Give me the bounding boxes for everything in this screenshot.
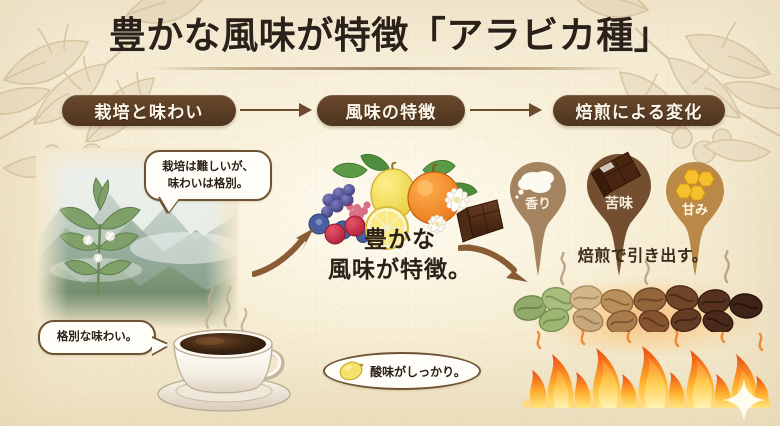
step-connector-line-2: [470, 109, 532, 111]
sparkle-icon: [723, 379, 765, 421]
step-arrow-icon-1: [299, 103, 312, 117]
speech-bubble-acidity-text: 酸味がしっかり。: [370, 364, 466, 379]
roast-caption: 焙煎で引き出す。: [577, 248, 709, 265]
step-badge-roasting[interactable]: 焙煎による変化: [553, 95, 725, 126]
flavor-balloon-sweet-label: 甘み: [682, 202, 708, 217]
step-badge-cultivation[interactable]: 栽培と味わい: [62, 95, 236, 126]
speech-bubble-cultivation-line1: 栽培は難しいが、: [162, 161, 254, 173]
fruits-flowers-chocolate-illustration: [308, 154, 504, 251]
speech-bubble-cultivation-line2: 味わいは格別。: [167, 177, 249, 190]
step-arrow-icon-2: [529, 103, 542, 117]
flow-arrow-left-icon: [252, 228, 314, 277]
step-connector-line-1: [240, 109, 302, 111]
flavor-balloon-sweet: 甘み: [666, 162, 724, 276]
steam-wisp-3-icon: [724, 250, 730, 284]
speech-bubble-taste-text: 格別な味わい。: [56, 331, 138, 343]
coffee-beans-roast-gradient: [513, 285, 763, 332]
flavor-balloon-bitter-label: 苦味: [605, 195, 633, 211]
flavor-balloon-aroma: 香り: [510, 162, 566, 276]
page-title: 豊かな風味が特徴「アラビカ種」: [108, 16, 672, 57]
speech-bubble-taste: 格別な味わい。: [38, 320, 156, 355]
step-badge-flavor[interactable]: 風味の特徴: [317, 95, 465, 126]
flavor-balloon-bitter: 苦味: [587, 151, 651, 276]
flavor-balloon-aroma-label: 香り: [524, 196, 551, 211]
speech-bubble-cultivation: 栽培は難しいが、 味わいは格別。: [144, 150, 272, 202]
speech-bubble-acidity: 酸味がしっかり。: [323, 352, 481, 390]
title-underline: [148, 67, 632, 70]
middle-headline: 豊かな 風味が特徴。: [300, 224, 500, 285]
flames-illustration: [522, 330, 772, 408]
flow-arrow-right-icon: [458, 244, 528, 282]
steam-wisp-2-icon: [644, 256, 650, 286]
coffee-cup-illustration: [157, 286, 291, 412]
lemon-icon: [339, 361, 364, 381]
middle-headline-line1: 豊かな: [364, 226, 436, 252]
middle-headline-line2: 風味が特徴。: [328, 256, 472, 283]
steam-wisp-1-icon: [560, 252, 566, 286]
